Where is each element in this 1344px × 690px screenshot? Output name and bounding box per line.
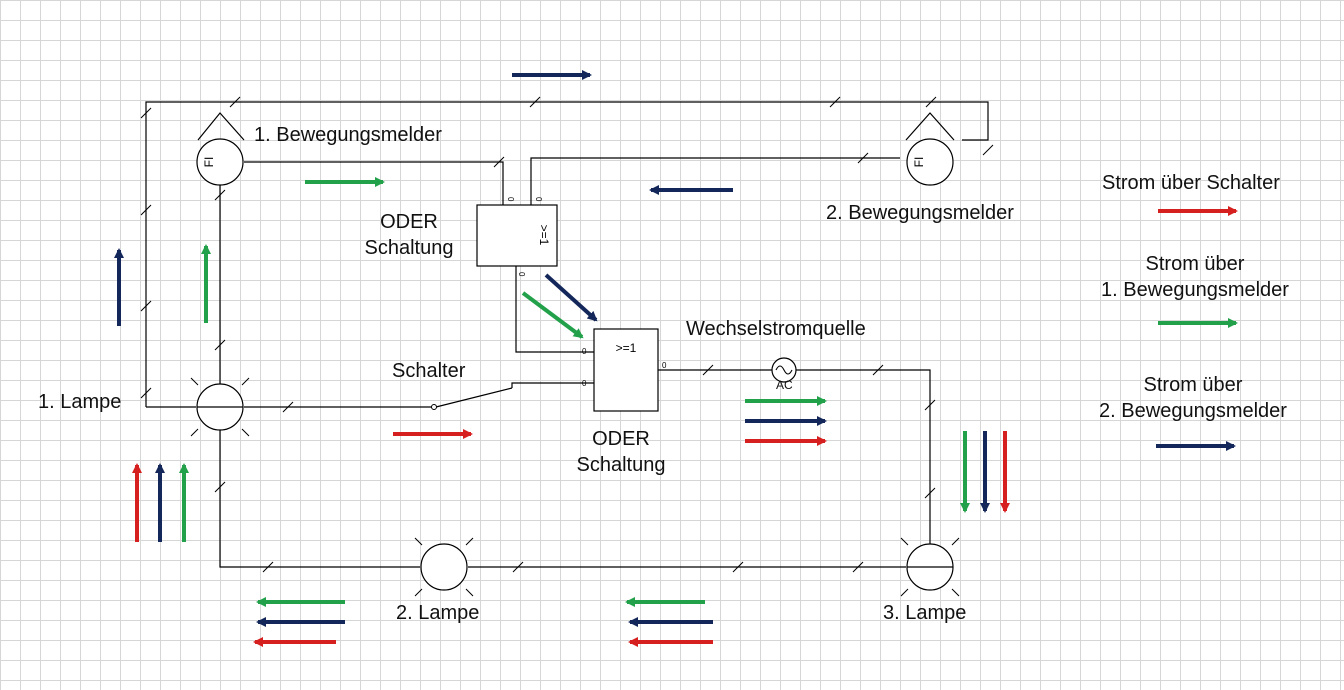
legend-motion2-current: Strom über 2. Bewegungsmelder: [1099, 374, 1287, 422]
label-lamp-2: 2. Lampe: [396, 602, 480, 624]
svg-text:0: 0: [534, 197, 543, 202]
wire-switch-to-gate: [511, 382, 594, 388]
legend-motion1-current: Strom über 1. Bewegungsmelder: [1101, 253, 1289, 301]
label-motion-detector-1: 1. Bewegungsmelder: [254, 124, 442, 146]
svg-text:0: 0: [582, 347, 587, 356]
svg-text:0: 0: [582, 379, 587, 388]
svg-text:0: 0: [506, 197, 515, 202]
svg-text:0: 0: [662, 361, 667, 370]
wire-motion2-to-gate: [530, 157, 900, 205]
or-gate-upper: >=1 0 0 0: [476, 197, 558, 277]
or-gate-lower: >=1 0 0 0: [582, 328, 667, 412]
arrow-navy-diagonal: [544, 273, 598, 322]
detector2-tag: FI: [912, 157, 926, 168]
wire-ticks: [140, 96, 994, 573]
wire-gate-to-gate: [515, 266, 594, 353]
ac-source: [771, 357, 797, 383]
label-lamp-1: 1. Lampe: [38, 391, 122, 413]
gate-upper-symbol: >=1: [537, 225, 551, 246]
label-lamp-3: 3. Lampe: [883, 602, 967, 624]
arrow-green-diagonal: [521, 291, 584, 339]
detector1-tag: FI: [202, 157, 216, 168]
gate-lower-symbol: >=1: [616, 341, 637, 355]
lamp-1: [190, 377, 250, 437]
label-motion-detector-2: 2. Bewegungsmelder: [826, 202, 1014, 224]
wire-bottom: [219, 430, 420, 568]
wire-ac-to-lamp3: [796, 369, 931, 545]
label-or-gate-lower: ODER Schaltung: [576, 428, 666, 476]
label-ac-source: Wechselstromquelle: [686, 318, 866, 340]
switch: [431, 404, 437, 410]
label-or-gate-upper: ODER Schaltung: [364, 211, 454, 259]
svg-text:0: 0: [517, 272, 526, 277]
lamp-3: [900, 537, 960, 597]
lamp-2: [414, 537, 474, 597]
label-ac-tag: AC: [776, 378, 793, 392]
wire-top-loop: [145, 101, 989, 407]
wire-motion1-to-gate: [244, 161, 504, 205]
current-arrows: [114, 70, 1238, 647]
wires: [145, 101, 989, 568]
motion-detector-2: FI: [906, 138, 954, 186]
legend-switch-current: Strom über Schalter: [1102, 172, 1280, 194]
wire-detector1-rope: [197, 112, 245, 141]
label-switch: Schalter: [392, 360, 466, 382]
wire-switch-blade: [435, 387, 513, 408]
motion-detector-1: FI: [196, 138, 244, 186]
wire-detector2-rope: [905, 112, 955, 141]
